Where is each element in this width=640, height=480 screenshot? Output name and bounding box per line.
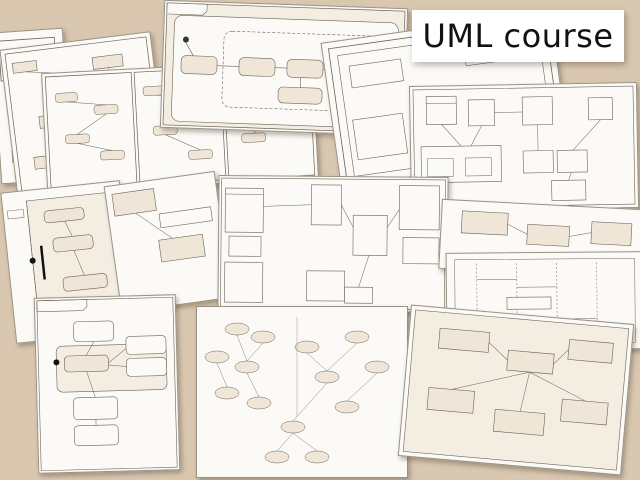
diagram-drawing <box>412 85 636 209</box>
diagram-drawing <box>220 177 446 311</box>
diagram-drawing <box>111 188 213 263</box>
diagram-sheet-activity-bottom-left <box>33 294 181 474</box>
diagram-sheet-composite-right <box>438 198 640 280</box>
title-card: UML course <box>412 10 624 62</box>
diagram-drawing <box>402 309 630 471</box>
diagram-drawing <box>204 317 390 464</box>
diagram-sheet-use-case <box>196 306 408 478</box>
diagram-drawing <box>460 210 633 247</box>
diagram-sheet-class-list <box>217 174 449 314</box>
course-title: UML course <box>422 17 614 55</box>
diagram-sheet-class-right <box>408 82 640 212</box>
diagram-drawing <box>36 296 178 472</box>
diagram-sheet-notes <box>103 170 233 314</box>
diagram-sheet-bottom-right <box>397 304 635 476</box>
